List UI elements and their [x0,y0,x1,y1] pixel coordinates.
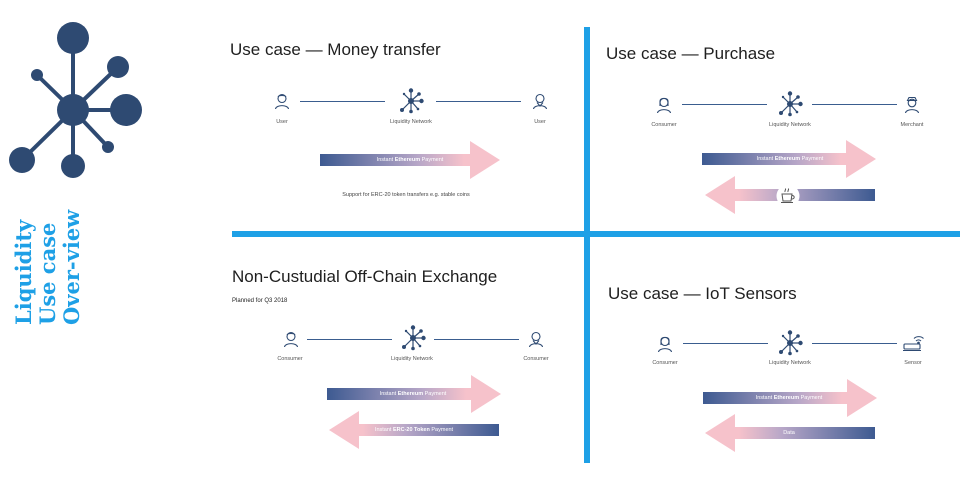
panel-title-purchase: Use case — Purchase [606,44,776,63]
payment-arrow-right [327,375,501,413]
payment-arrow-right [320,141,500,179]
payment-arrow-label: Instant Ethereum Payment [376,157,444,163]
data-arrow-left [705,414,875,452]
consumer-icon [283,331,299,348]
node-label-right: Sensor [904,360,922,366]
node-label-left: Consumer [652,360,678,366]
data-arrow-label: Data [783,430,795,436]
vertical-divider [584,27,590,463]
erc20-support-note: Support for ERC-20 token transfers e.g. … [342,192,470,198]
consumer-icon [528,331,544,348]
connector-line [682,104,767,105]
planned-date-note: Planned for Q3 2018 [232,298,288,304]
user-icon [532,93,548,110]
connector-line [683,343,768,344]
node-label-center: Liquidity Network [769,122,811,128]
connector-line [434,339,519,340]
node-label-left: User [276,119,288,125]
liquidity-network-icon [400,88,424,114]
connector-line [436,101,521,102]
consumer-icon [656,97,672,114]
horizontal-divider [232,231,960,237]
node-label-right: User [534,119,546,125]
connector-line [300,101,385,102]
token-arrow-left [329,411,499,449]
payment-arrow-label: Instant Ethereum Payment [756,156,824,162]
panel-title-iot: Use case — IoT Sensors [608,284,797,303]
node-label-center: Liquidity Network [769,360,811,366]
panel-title-exchange: Non-Custudial Off-Chain Exchange [232,267,498,286]
node-label-left: Consumer [651,122,677,128]
merchant-icon [904,96,920,114]
node-label-center: Liquidity Network [390,119,432,125]
token-arrow-label: Instant ERC-20 Token Payment [374,427,454,433]
liquidity-network-icon [779,330,803,356]
node-label-right: Consumer [523,356,549,362]
payment-arrow-right [703,379,877,417]
payment-arrow-label: Instant Ethereum Payment [755,395,823,401]
payment-arrow-label: Instant Ethereum Payment [379,391,447,397]
sidebar-title: Liquidity Use case Over-view [11,209,84,325]
sensor-icon [903,336,924,352]
sidebar-title-line-1: Liquidity [11,219,36,325]
user-icon [274,93,290,110]
payment-arrow-right [702,140,876,178]
node-label-right: Merchant [900,122,924,128]
node-label-left: Consumer [277,356,303,362]
connector-line [812,104,897,105]
consumer-icon [657,336,673,353]
coffee-cup-icon [776,184,800,208]
panel-title-money-transfer: Use case — Money transfer [230,40,441,59]
connector-line [307,339,392,340]
sidebar-title-line-3: Over-view [59,209,84,325]
connector-line [812,343,897,344]
liquidity-network-icon [402,325,426,351]
network-hub-logo-icon [9,22,142,178]
liquidity-network-icon [779,91,803,117]
node-label-center: Liquidity Network [391,356,433,362]
sidebar-title-line-2: Use case [35,222,60,325]
